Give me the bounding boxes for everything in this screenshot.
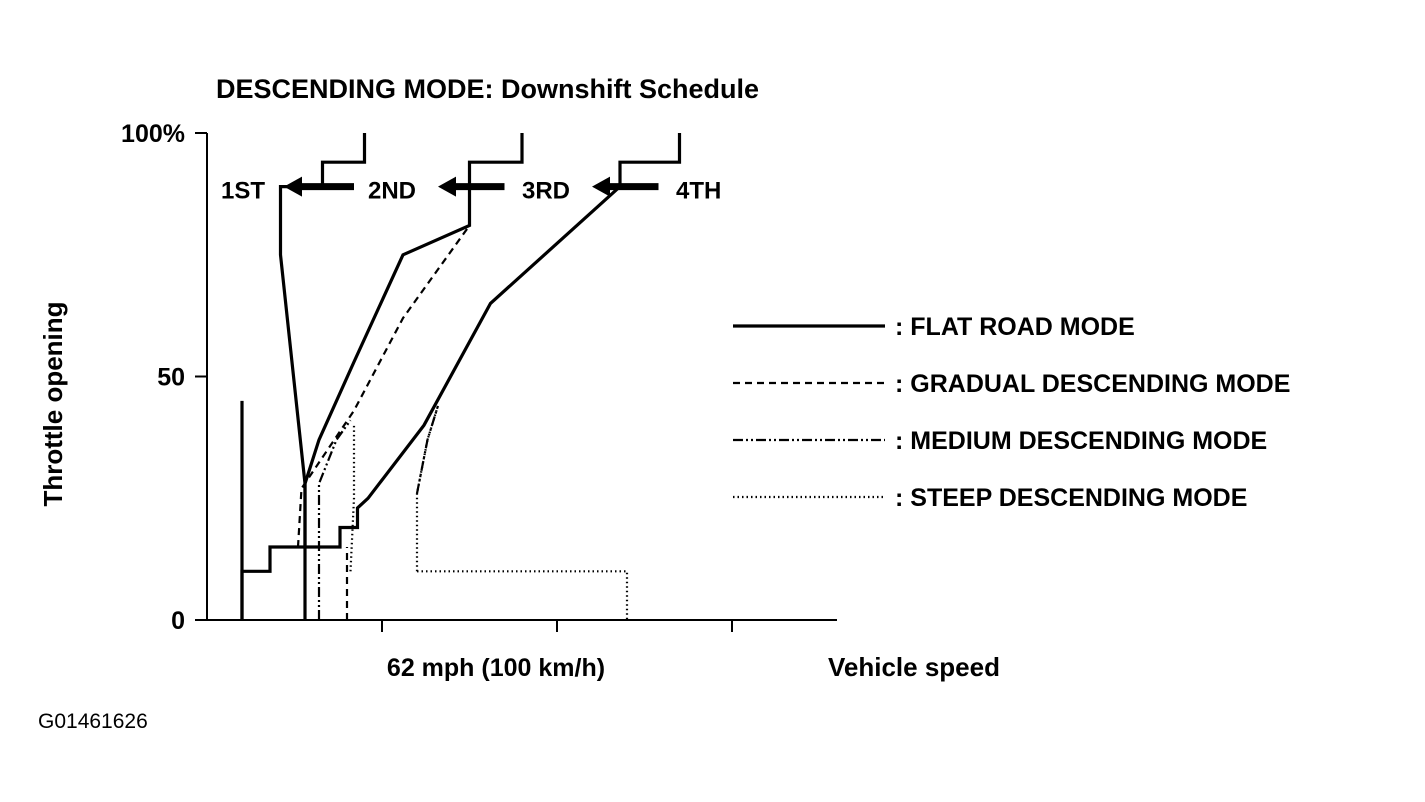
series-dashed [296, 224, 471, 620]
series-dotted [349, 405, 629, 620]
shift-arrow-head [592, 176, 610, 197]
shift-arrow [438, 176, 505, 197]
series-line [415, 405, 440, 494]
y-tick-label: 100% [121, 120, 185, 148]
gear-label: 1ST [221, 178, 265, 205]
shift-arrow [284, 176, 354, 197]
y-ticks: 0 50 100% [121, 120, 207, 635]
series-line [296, 224, 471, 548]
series-dash-dot-dot [317, 405, 440, 620]
shift-arrow [592, 176, 659, 197]
x-axis-label: Vehicle speed [828, 652, 1000, 682]
legend-label: : STEEP DESCENDING MODE [895, 484, 1247, 512]
plot-lines [240, 133, 682, 620]
legend: : FLAT ROAD MODE : GRADUAL DESCENDING MOD… [733, 313, 1290, 512]
y-tick-label: 50 [157, 364, 185, 392]
series-line [278, 133, 367, 547]
series-line [240, 133, 524, 620]
legend-label: : MEDIUM DESCENDING MODE [895, 427, 1267, 455]
y-tick-label: 0 [171, 607, 185, 635]
axes [206, 133, 837, 632]
gear-labels: 1ST 2ND 3RD 4TH [221, 178, 721, 205]
shift-arrow-head [438, 176, 456, 197]
gear-label: 3RD [522, 178, 570, 205]
y-axis-label: Throttle opening [38, 301, 68, 506]
series-line [317, 419, 352, 620]
chart-title: DESCENDING MODE: Downshift Schedule [216, 74, 759, 104]
x-tick-label: 62 mph (100 km/h) [387, 654, 605, 682]
shift-arrow-head [284, 176, 302, 197]
series-solid [240, 133, 682, 620]
series-line [349, 425, 356, 572]
figure-code: G01461626 [38, 710, 148, 733]
gear-label: 2ND [368, 178, 416, 205]
series-line [305, 133, 682, 549]
legend-label: : FLAT ROAD MODE [895, 313, 1135, 341]
legend-label: : GRADUAL DESCENDING MODE [895, 370, 1290, 398]
gear-label: 4TH [676, 178, 721, 205]
series-line [417, 570, 629, 620]
shift-arrows [284, 176, 659, 197]
